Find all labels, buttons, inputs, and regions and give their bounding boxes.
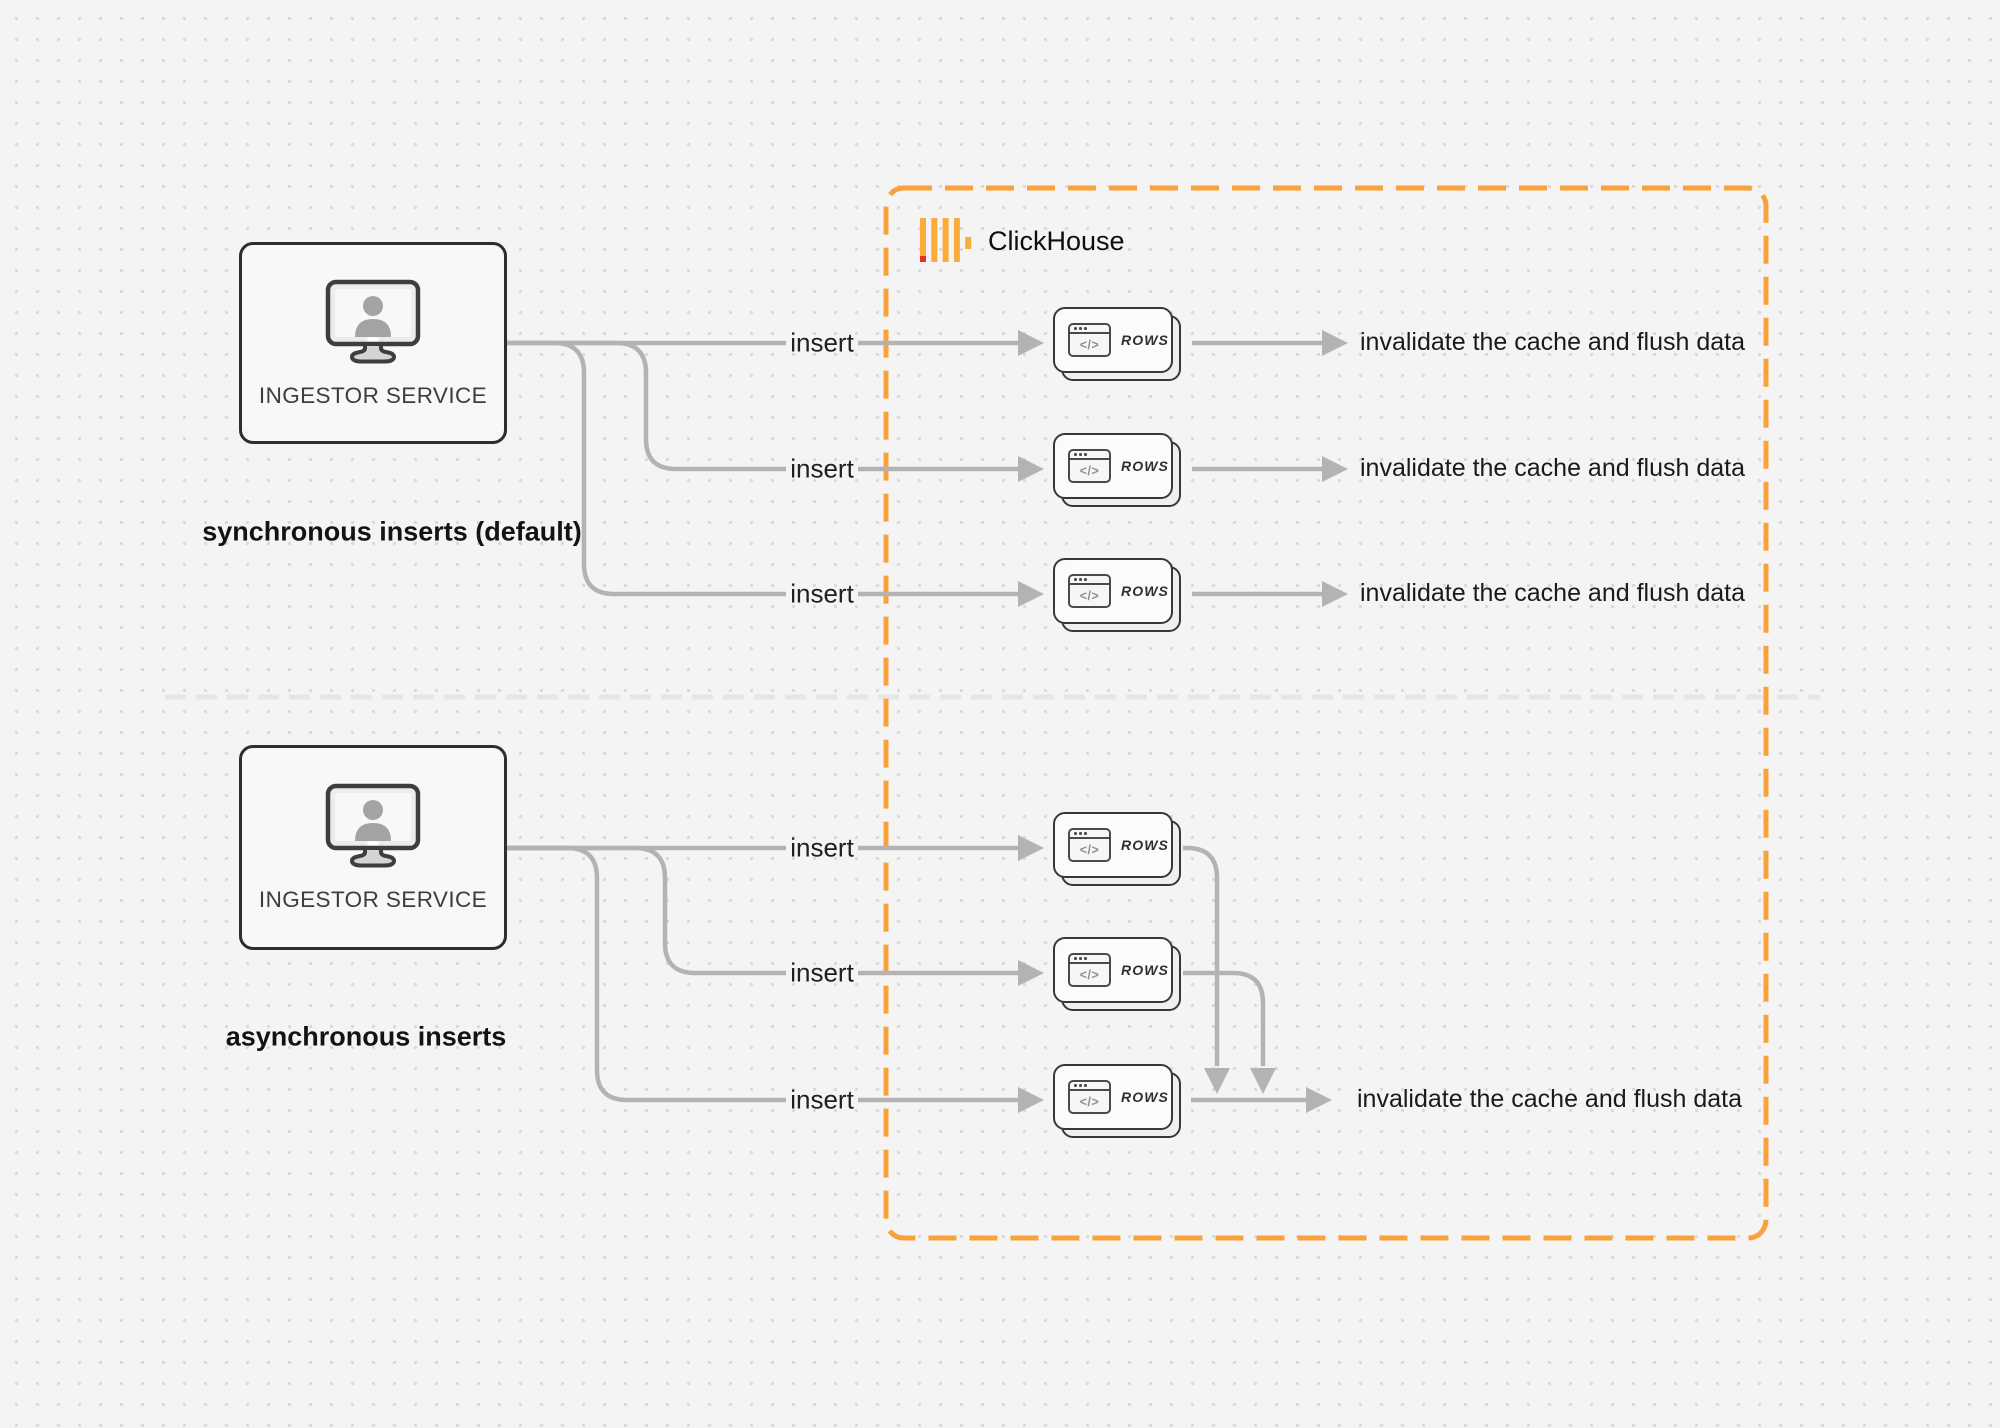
async-connectors xyxy=(505,845,1308,1103)
insert-label: insert xyxy=(790,578,854,609)
arrowhead-icon xyxy=(1018,456,1044,482)
monitor-user-icon xyxy=(325,783,421,868)
arrowhead-icon xyxy=(1018,330,1044,356)
rows-label: ROWS xyxy=(1121,458,1169,474)
code-window-icon: </> xyxy=(1068,574,1111,608)
sync-line-row3 xyxy=(505,340,786,597)
insert-label: insert xyxy=(790,957,854,988)
insert-label: insert xyxy=(790,453,854,484)
code-icon: </> xyxy=(1079,842,1100,857)
async-merge-row2 xyxy=(1183,970,1266,1066)
insert-label: insert xyxy=(790,1084,854,1115)
code-window-icon: </> xyxy=(1068,323,1111,357)
rows-node-async-3: </> ROWS xyxy=(1053,1064,1173,1130)
window-titlebar xyxy=(1070,830,1109,839)
arrowheads xyxy=(1018,330,1348,1113)
insert-label: insert xyxy=(790,327,854,358)
code-icon: </> xyxy=(1079,588,1100,603)
arrowhead-icon xyxy=(1018,960,1044,986)
result-label: invalidate the cache and flush data xyxy=(1360,578,1745,607)
arrowhead-icon xyxy=(1018,835,1044,861)
arrowhead-icon xyxy=(1322,330,1348,356)
async-line-row2 xyxy=(505,845,786,976)
code-window-icon: </> xyxy=(1068,828,1111,862)
rows-label: ROWS xyxy=(1121,1089,1169,1105)
arrowhead-down-icon xyxy=(1250,1068,1276,1094)
insert-label: insert xyxy=(790,832,854,863)
code-window-icon: </> xyxy=(1068,953,1111,987)
rows-node-async-2: </> ROWS xyxy=(1053,937,1173,1003)
arrowhead-down-icon xyxy=(1204,1068,1230,1094)
arrowhead-icon xyxy=(1018,1087,1044,1113)
rows-label: ROWS xyxy=(1121,332,1169,348)
monitor-user-icon xyxy=(325,279,421,363)
result-label: invalidate the cache and flush data xyxy=(1360,453,1745,482)
rows-node-async-1: </> ROWS xyxy=(1053,812,1173,878)
code-icon: </> xyxy=(1079,337,1100,352)
result-label: invalidate the cache and flush data xyxy=(1360,327,1745,356)
ingestor-service-label: INGESTOR SERVICE xyxy=(258,887,488,912)
clickhouse-logo-icon xyxy=(920,218,972,262)
clickhouse-boundary xyxy=(883,185,1769,1241)
sync-line-row2 xyxy=(505,340,786,472)
ingestor-service-node-async: INGESTOR SERVICE xyxy=(239,745,507,950)
rows-node-sync-1: </> ROWS xyxy=(1053,307,1173,373)
window-titlebar xyxy=(1070,955,1109,964)
arrowhead-icon xyxy=(1018,581,1044,607)
code-icon: </> xyxy=(1079,1094,1100,1109)
rows-node-sync-2: </> ROWS xyxy=(1053,433,1173,499)
arrowhead-icon xyxy=(1322,581,1348,607)
async-line-row3 xyxy=(505,845,786,1103)
rows-label: ROWS xyxy=(1121,583,1169,599)
window-titlebar xyxy=(1070,576,1109,585)
code-icon: </> xyxy=(1079,967,1100,982)
window-titlebar xyxy=(1070,451,1109,460)
async-caption: asynchronous inserts xyxy=(225,1021,507,1052)
rows-node-sync-3: </> ROWS xyxy=(1053,558,1173,624)
clickhouse-label: ClickHouse xyxy=(988,225,1125,256)
sync-connectors xyxy=(505,340,1325,597)
sync-caption: synchronous inserts (default) xyxy=(202,516,582,547)
ingestor-service-node-sync: INGESTOR SERVICE xyxy=(239,242,507,444)
code-window-icon: </> xyxy=(1068,449,1111,483)
code-window-icon: </> xyxy=(1068,1080,1111,1114)
result-label: invalidate the cache and flush data xyxy=(1357,1084,1742,1113)
window-titlebar xyxy=(1070,1082,1109,1091)
rows-label: ROWS xyxy=(1121,837,1169,853)
rows-label: ROWS xyxy=(1121,962,1169,978)
async-merge-row1 xyxy=(1183,845,1220,1066)
code-icon: </> xyxy=(1079,463,1100,478)
window-titlebar xyxy=(1070,325,1109,334)
arrowhead-icon xyxy=(1306,1087,1332,1113)
ingestor-service-label: INGESTOR SERVICE xyxy=(258,382,488,408)
arrowhead-icon xyxy=(1322,456,1348,482)
